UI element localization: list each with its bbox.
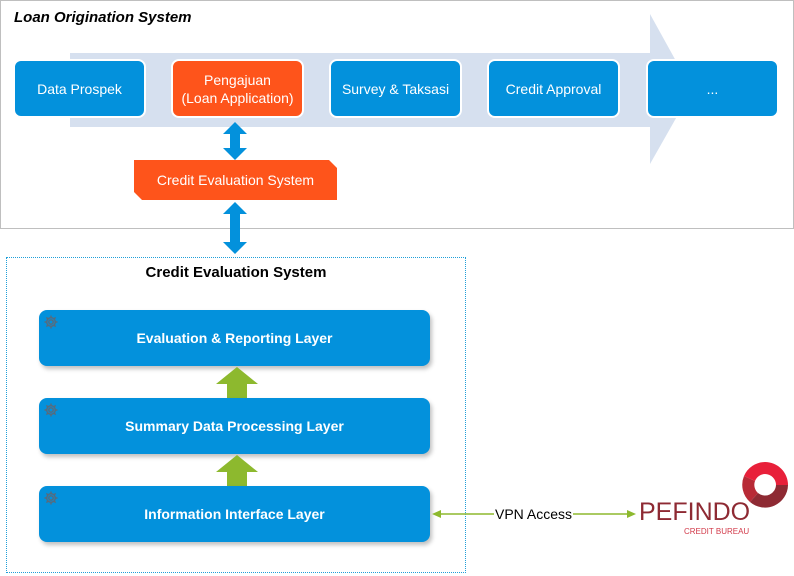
layer-arrow-up-1 bbox=[216, 367, 258, 399]
bidirectional-arrow-bottom bbox=[223, 202, 247, 254]
stage-label: ... bbox=[706, 80, 719, 97]
bidirectional-arrow-top bbox=[223, 122, 247, 160]
layer-evaluation-reporting[interactable]: Evaluation & Reporting Layer bbox=[39, 310, 430, 366]
gear-icon bbox=[44, 315, 58, 329]
credit-evaluation-connector[interactable]: Credit Evaluation System bbox=[134, 160, 337, 200]
credit-evaluation-container bbox=[6, 257, 466, 573]
stage-label: Data Prospek bbox=[37, 80, 122, 97]
pefindo-wordmark: PEFINDO bbox=[639, 498, 751, 526]
credit-evaluation-title: Credit Evaluation System bbox=[145, 264, 327, 281]
pefindo-logo-icon bbox=[742, 462, 788, 508]
vpn-access-label: VPN Access bbox=[494, 506, 574, 522]
stage-label: Pengajuan (Loan Application) bbox=[181, 71, 294, 106]
layer-label: Evaluation & Reporting Layer bbox=[136, 330, 333, 346]
gear-icon bbox=[44, 403, 58, 417]
stage-pengajuan[interactable]: Pengajuan (Loan Application) bbox=[171, 59, 304, 118]
layer-label: Summary Data Processing Layer bbox=[125, 418, 344, 434]
stage-credit-approval[interactable]: Credit Approval bbox=[487, 59, 620, 118]
layer-information-interface[interactable]: Information Interface Layer bbox=[39, 486, 430, 542]
stage-more[interactable]: ... bbox=[646, 59, 779, 118]
stage-label: Credit Approval bbox=[505, 80, 602, 97]
gear-icon bbox=[44, 491, 58, 505]
stage-data-prospek[interactable]: Data Prospek bbox=[13, 59, 146, 118]
connector-label: Credit Evaluation System bbox=[156, 172, 315, 188]
layer-summary-data-processing[interactable]: Summary Data Processing Layer bbox=[39, 398, 430, 454]
stage-label: Survey & Taksasi bbox=[341, 80, 450, 97]
stage-survey-taksasi[interactable]: Survey & Taksasi bbox=[329, 59, 462, 118]
loan-origination-title: Loan Origination System bbox=[14, 9, 192, 26]
layer-arrow-up-2 bbox=[216, 455, 258, 487]
layer-label: Information Interface Layer bbox=[144, 506, 325, 522]
pefindo-subtitle: CREDIT BUREAU bbox=[684, 527, 750, 536]
